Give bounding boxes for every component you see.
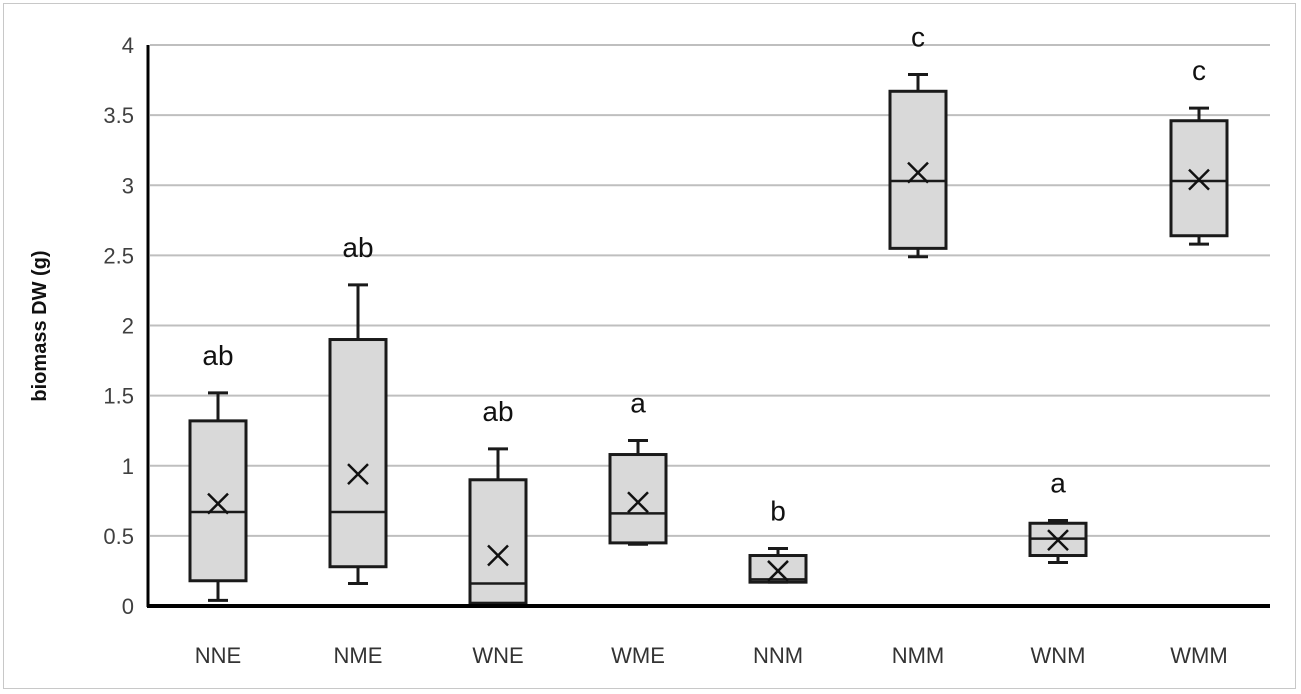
mean-marker-icon [1047, 529, 1069, 551]
y-tick-label: 1.5 [103, 384, 134, 409]
iqr-box [188, 419, 248, 583]
x-category-label: WNM [1031, 643, 1086, 668]
significance-letter: c [1192, 55, 1206, 86]
significance-letter: ab [342, 232, 373, 263]
y-tick-label: 3.5 [103, 103, 134, 128]
y-tick-label: 3 [122, 173, 134, 198]
mean-marker-icon [347, 463, 369, 486]
box-nme: ab [328, 232, 388, 586]
x-axis-category-labels: NNE NME WNE WME NNM NMM WNM WMM [195, 643, 1228, 668]
x-category-label: WNE [472, 643, 523, 668]
y-tick-label: 1 [122, 454, 134, 479]
box-wme: a [608, 388, 668, 546]
significance-letter: a [1050, 467, 1066, 498]
significance-letter: a [630, 388, 646, 419]
box-wnm: a [1028, 467, 1088, 565]
mean-marker-icon [207, 492, 229, 515]
x-category-label: NME [334, 643, 383, 668]
mean-marker-icon [907, 161, 929, 184]
gridlines [150, 44, 1270, 537]
box-nmm: c [888, 21, 948, 259]
y-tick-label: 2.5 [103, 243, 134, 268]
significance-letter: ab [202, 340, 233, 371]
y-tick-label: 0.5 [103, 524, 134, 549]
y-tick-label: 0 [122, 594, 134, 619]
y-axis-tick-labels: 0 0.5 1 1.5 2 2.5 3 3.5 4 [103, 33, 134, 619]
iqr-box [748, 554, 808, 584]
y-tick-label: 4 [122, 33, 134, 58]
box-wne: ab [468, 396, 528, 607]
x-category-label: NNM [753, 643, 803, 668]
iqr-box [888, 89, 948, 250]
iqr-box [608, 453, 668, 545]
mean-marker-icon [487, 544, 509, 567]
y-tick-label: 2 [122, 314, 134, 339]
x-category-label: NMM [892, 643, 945, 668]
mean-marker-icon [767, 560, 789, 582]
box-nnm: b [748, 495, 808, 584]
x-category-label: WMM [1170, 643, 1227, 668]
x-category-label: WME [611, 643, 665, 668]
significance-letter: c [911, 21, 925, 52]
box-wmm: c [1169, 55, 1229, 246]
y-axis-label: biomass DW (g) [29, 250, 51, 401]
significance-letter: b [770, 495, 786, 526]
mean-marker-icon [1188, 168, 1210, 191]
mean-marker-icon [627, 491, 649, 514]
significance-letter: ab [482, 396, 513, 427]
iqr-box [328, 338, 388, 569]
box-nne: ab [188, 340, 248, 602]
x-category-label: NNE [195, 643, 241, 668]
